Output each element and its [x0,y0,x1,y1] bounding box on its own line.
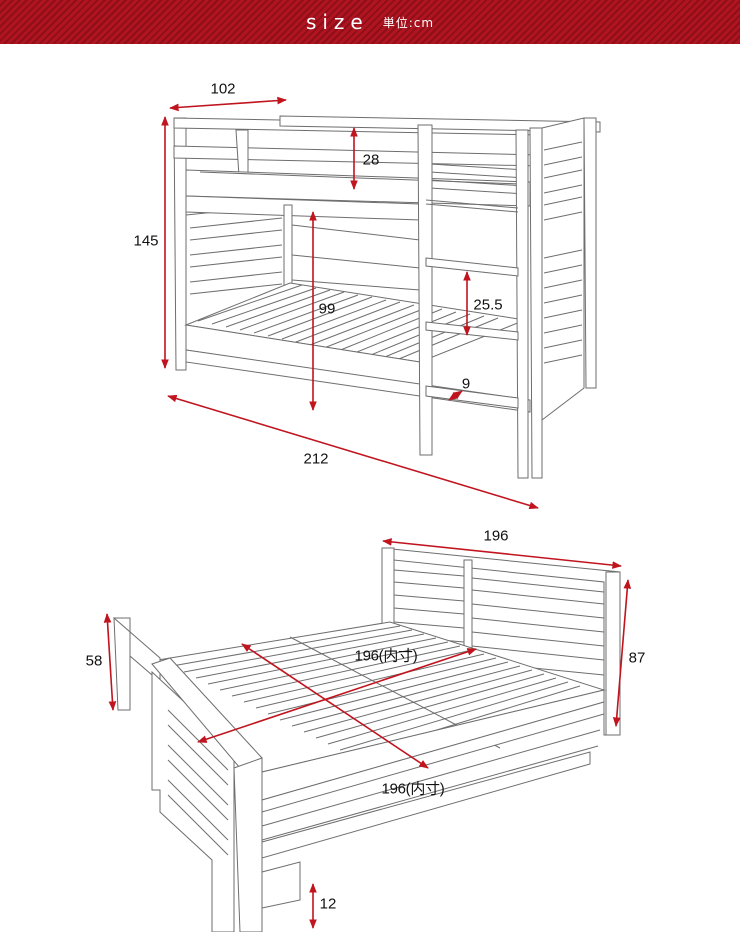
inner-width-label: 196(内寸) [354,647,418,665]
width-arrow [169,96,287,112]
length-arrow [167,394,539,510]
bunk-bed-illustration [173,115,601,479]
ladder-step-label: 25.5 [473,296,503,314]
single-bed-dimension-arrows [103,538,632,929]
inner-length-arrow [241,643,429,769]
size-title: size [305,10,369,34]
headboard-width-arrow [382,538,622,569]
bunk-dimension-arrows [161,96,539,510]
bunk-length-label: 212 [303,450,329,468]
footboard-height-label: 58 [85,652,103,670]
headboard-height-label: 87 [628,649,646,667]
unit-label: 単位:cm [382,15,435,30]
bunk-width-label: 102 [210,80,236,98]
single-beds-illustration [112,547,621,932]
footboard-height-arrow [103,613,117,711]
inner-length-label: 196(内寸) [381,780,445,798]
rail-height-label: 28 [362,151,380,169]
headboard-width-label: 196 [483,527,509,545]
bunk-height-label: 145 [133,232,159,250]
floor-clearance-label: 12 [319,895,337,913]
under-clearance-label: 99 [318,300,336,318]
size-header: size 単位:cm [0,0,740,44]
headboard-height-arrow [612,579,632,727]
step-depth-label: 9 [461,375,471,393]
